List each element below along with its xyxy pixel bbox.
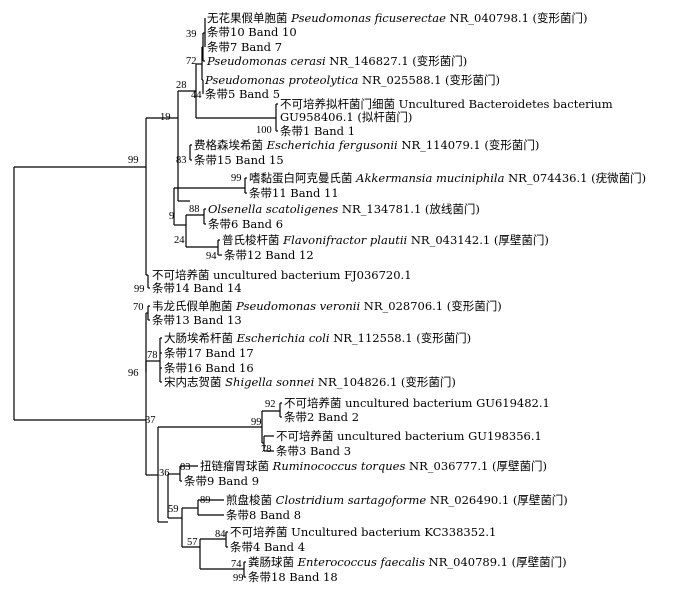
bootstrap-value: 37 bbox=[145, 415, 156, 426]
bootstrap-value: 99 bbox=[231, 173, 242, 184]
bootstrap-value: 78 bbox=[147, 350, 158, 361]
taxon-label: 嗜黏蛋白阿克曼氏菌 Akkermansia muciniphila NR_074… bbox=[249, 171, 646, 185]
bootstrap-value: 84 bbox=[215, 529, 226, 540]
bootstrap-value: 70 bbox=[133, 302, 144, 313]
taxon-label: 条带13 Band 13 bbox=[152, 313, 242, 327]
bootstrap-value: 99 bbox=[251, 417, 262, 428]
taxon-label: 不可培养菌 uncultured bacterium GU619482.1 bbox=[284, 396, 550, 410]
bootstrap-value: 19 bbox=[160, 112, 171, 123]
taxon-label: 条带8 Band 8 bbox=[226, 508, 301, 522]
taxon-label: GU958406.1 (拟杆菌门) bbox=[280, 110, 412, 124]
taxon-label: 条带2 Band 2 bbox=[284, 410, 359, 424]
bootstrap-value: 78 bbox=[261, 444, 272, 455]
bootstrap-value: 96 bbox=[128, 368, 139, 379]
bootstrap-value: 59 bbox=[168, 504, 179, 515]
taxon-label: 条带9 Band 9 bbox=[184, 474, 259, 488]
taxon-label: 粪肠球菌 Enterococcus faecalis NR_040789.1 (… bbox=[248, 555, 567, 569]
taxon-label: 条带18 Band 18 bbox=[248, 570, 338, 584]
tree-branches bbox=[13, 18, 282, 578]
taxon-label: 条带14 Band 14 bbox=[152, 281, 242, 295]
taxon-label: 条带12 Band 12 bbox=[224, 248, 314, 262]
taxon-label: 不可培养拟杆菌门细菌 Uncultured Bacteroidetes bact… bbox=[280, 97, 613, 111]
bootstrap-value: 74 bbox=[231, 559, 242, 570]
taxon-label: Olsenella scatoligenes NR_134781.1 (放线菌门… bbox=[208, 202, 480, 216]
taxon-label: 条带10 Band 10 bbox=[207, 25, 297, 39]
bootstrap-value: 36 bbox=[159, 468, 170, 479]
taxon-label: 条带3 Band 3 bbox=[276, 444, 351, 458]
taxon-label: 宋内志贺菌 Shigella sonnei NR_104826.1 (变形菌门) bbox=[164, 375, 456, 389]
bootstrap-value: 99 bbox=[233, 573, 244, 584]
taxon-label: Pseudomonas proteolytica NR_025588.1 (变形… bbox=[204, 73, 500, 87]
taxon-label: 韦龙氏假单胞菌 Pseudomonas veronii NR_028706.1 … bbox=[152, 299, 502, 313]
bootstrap-value: 44 bbox=[191, 90, 202, 101]
bootstrap-value: 89 bbox=[200, 495, 211, 506]
taxon-label: 煎盘梭菌 Clostridium sartagoforme NR_026490.… bbox=[226, 493, 568, 507]
bootstrap-value: 92 bbox=[265, 399, 276, 410]
taxon-label: 条带1 Band 1 bbox=[280, 124, 355, 138]
taxon-label: 条带17 Band 17 bbox=[164, 346, 254, 360]
bootstrap-value: 88 bbox=[189, 204, 200, 215]
bootstrap-value: 83 bbox=[180, 462, 191, 473]
taxon-labels: 无花果假单胞菌 Pseudomonas ficuserectae NR_0407… bbox=[152, 11, 646, 584]
taxon-label: 普氏梭杆菌 Flavonifractor plautii NR_043142.1… bbox=[222, 233, 549, 247]
bootstrap-value: 94 bbox=[206, 251, 217, 262]
bootstrap-value: 72 bbox=[186, 56, 197, 67]
taxon-label: 条带7 Band 7 bbox=[207, 40, 282, 54]
bootstrap-values: 39 72 28 44 19 100 99 83 99 9 88 24 94 9… bbox=[128, 29, 276, 584]
bootstrap-value: 28 bbox=[176, 80, 187, 91]
taxon-label: 条带15 Band 15 bbox=[194, 153, 284, 167]
bootstrap-value: 9 bbox=[169, 211, 174, 222]
bootstrap-value: 99 bbox=[128, 155, 139, 166]
taxon-label: 条带11 Band 11 bbox=[249, 186, 339, 200]
bootstrap-value: 100 bbox=[256, 125, 272, 136]
taxon-label: Pseudomonas cerasi NR_146827.1 (变形菌门) bbox=[206, 54, 467, 68]
taxon-label: 不可培养菌 Uncultured bacterium KC338352.1 bbox=[230, 525, 496, 539]
taxon-label: 条带5 Band 5 bbox=[205, 87, 280, 101]
taxon-label: 大肠埃希杆菌 Escherichia coli NR_112558.1 (变形菌… bbox=[164, 331, 471, 345]
taxon-label: 扭链瘤胃球菌 Ruminococcus torques NR_036777.1 … bbox=[200, 459, 547, 473]
taxon-label: 无花果假单胞菌 Pseudomonas ficuserectae NR_0407… bbox=[207, 11, 588, 25]
taxon-label: 条带16 Band 16 bbox=[164, 361, 254, 375]
bootstrap-value: 99 bbox=[134, 284, 145, 295]
taxon-label: 不可培养菌 uncultured bacterium GU198356.1 bbox=[276, 429, 542, 443]
bootstrap-value: 57 bbox=[187, 537, 198, 548]
taxon-label: 不可培养菌 uncultured bacterium FJ036720.1 bbox=[152, 268, 412, 282]
bootstrap-value: 83 bbox=[176, 155, 187, 166]
bootstrap-value: 24 bbox=[174, 235, 185, 246]
bootstrap-value: 39 bbox=[186, 29, 197, 40]
taxon-label: 费格森埃希菌 Escherichia fergusonii NR_114079.… bbox=[194, 138, 539, 152]
taxon-label: 条带6 Band 6 bbox=[208, 217, 283, 231]
taxon-label: 条带4 Band 4 bbox=[230, 540, 305, 554]
